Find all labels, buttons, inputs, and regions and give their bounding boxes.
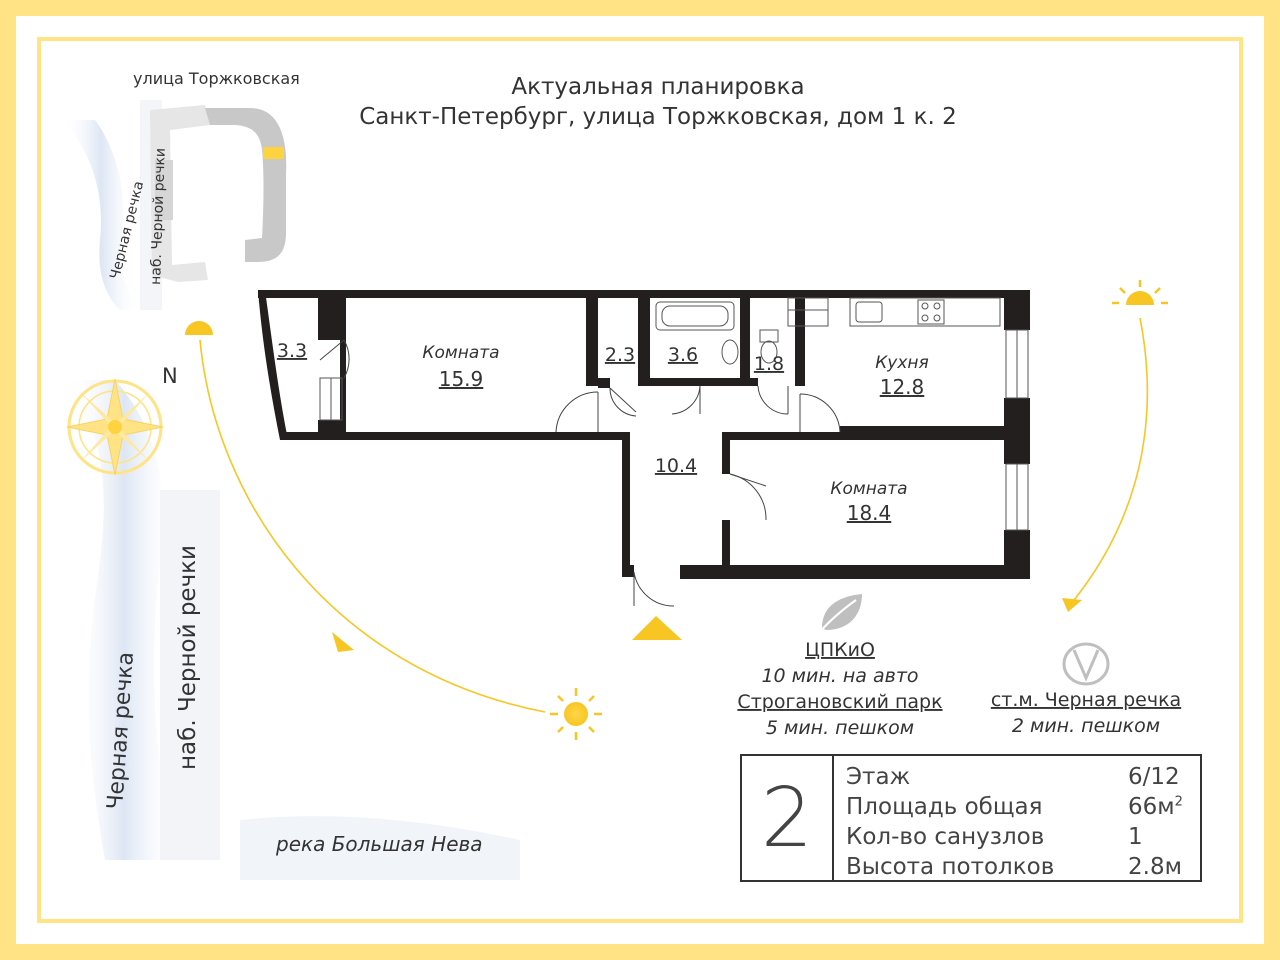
bottom-river-shape (240, 816, 520, 880)
info-value: 2.8м (1128, 854, 1182, 880)
walls (258, 290, 1030, 579)
metro-time: 2 мин. пешком (1012, 715, 1160, 737)
info-value: 1 (1128, 824, 1143, 850)
sun-arc-right (1069, 317, 1149, 606)
header-title: Актуальная планировка (511, 74, 804, 100)
room2-label: Комната (830, 479, 907, 499)
info-label: Площадь общая (846, 794, 1043, 820)
info-value: 6/12 (1128, 764, 1180, 790)
balcony-area: 3.3 (277, 340, 307, 362)
wc1-area: 2.3 (605, 344, 635, 366)
header-address: Санкт-Петербург, улица Торжковская, дом … (359, 104, 957, 130)
park-icon (817, 594, 862, 635)
bottom-river-label: река Большая Нева (275, 832, 483, 856)
info-label: Кол-во санузлов (846, 824, 1045, 850)
sun-path (199, 317, 1149, 713)
district-map: Черная речка наб. Черной речки река Боль… (68, 380, 520, 880)
bathtub-icon (655, 301, 735, 331)
kitchen-sink-icon (855, 301, 883, 323)
info-label: Этаж (846, 764, 911, 790)
info-row-area: Площадь общая 66м2 (846, 794, 1196, 824)
sink-icon (721, 339, 739, 365)
sun-arc-left (199, 339, 546, 713)
page-frame (16, 16, 1264, 944)
info-row-bathrooms: Кол-во санузлов 1 (846, 824, 1196, 854)
kitchen-counter (849, 297, 1001, 327)
inner-frame (37, 37, 1243, 923)
small-embankment-label: наб. Черной речки (148, 148, 169, 285)
park2-name: Строгановский парк (737, 691, 942, 713)
room1-label: Комната (422, 343, 499, 363)
sunset-icon (1112, 280, 1168, 305)
large-embankment-label: наб. Черной речки (175, 545, 201, 770)
park1-name: ЦПКиО (805, 639, 875, 661)
north-label: N (162, 364, 178, 388)
location-map: улица Торжковская Черная речка наб. Черн… (62, 69, 300, 310)
park1-time: 10 мин. на авто (761, 665, 918, 687)
entrance-marker-icon (632, 616, 682, 640)
bath-area: 3.6 (668, 344, 698, 366)
wc2-area: 1.8 (754, 353, 784, 375)
fixtures (655, 297, 1001, 365)
apartment-marker (263, 147, 284, 159)
arrow-right-icon (1062, 598, 1082, 612)
room2-area: 18.4 (847, 501, 892, 525)
street-label-top: улица Торжковская (133, 69, 300, 88)
room1-area: 15.9 (439, 367, 484, 391)
kitchen-label: Кухня (875, 353, 929, 373)
info-row-floor: Этаж 6/12 (846, 764, 1196, 794)
park2-time: 5 мин. пешком (766, 717, 914, 739)
info-value: 66м2 (1128, 794, 1183, 820)
info-label: Высота потолков (846, 854, 1055, 880)
sunrise-icon (185, 321, 213, 335)
kitchen-area: 12.8 (880, 375, 925, 399)
compass-rose (66, 378, 164, 476)
hall-area: 10.4 (655, 455, 697, 477)
large-river-shape (68, 380, 180, 860)
fridge-icon (787, 297, 829, 327)
apartment-info-box: 2 Этаж 6/12 Площадь общая 66м2 Кол-во са… (740, 754, 1202, 882)
rooms-count: 2 (742, 756, 834, 880)
sun-icon (550, 688, 602, 740)
apartment-plan: 3.3 Комната 15.9 2.3 3.6 1.8 Кухня 12.8 … (258, 290, 1030, 640)
stove-icon (917, 299, 945, 325)
large-embankment-shape (160, 490, 220, 860)
door-swings (319, 339, 841, 607)
small-river-shape (62, 120, 140, 310)
toilet-icon (759, 329, 779, 343)
metro-icon (1062, 642, 1110, 686)
info-row-ceiling: Высота потолков 2.8м (846, 854, 1196, 884)
building-block (150, 105, 287, 282)
windows (319, 329, 1029, 531)
arrow-left-icon (332, 632, 354, 652)
metro-name: ст.м. Черная речка (991, 689, 1181, 711)
